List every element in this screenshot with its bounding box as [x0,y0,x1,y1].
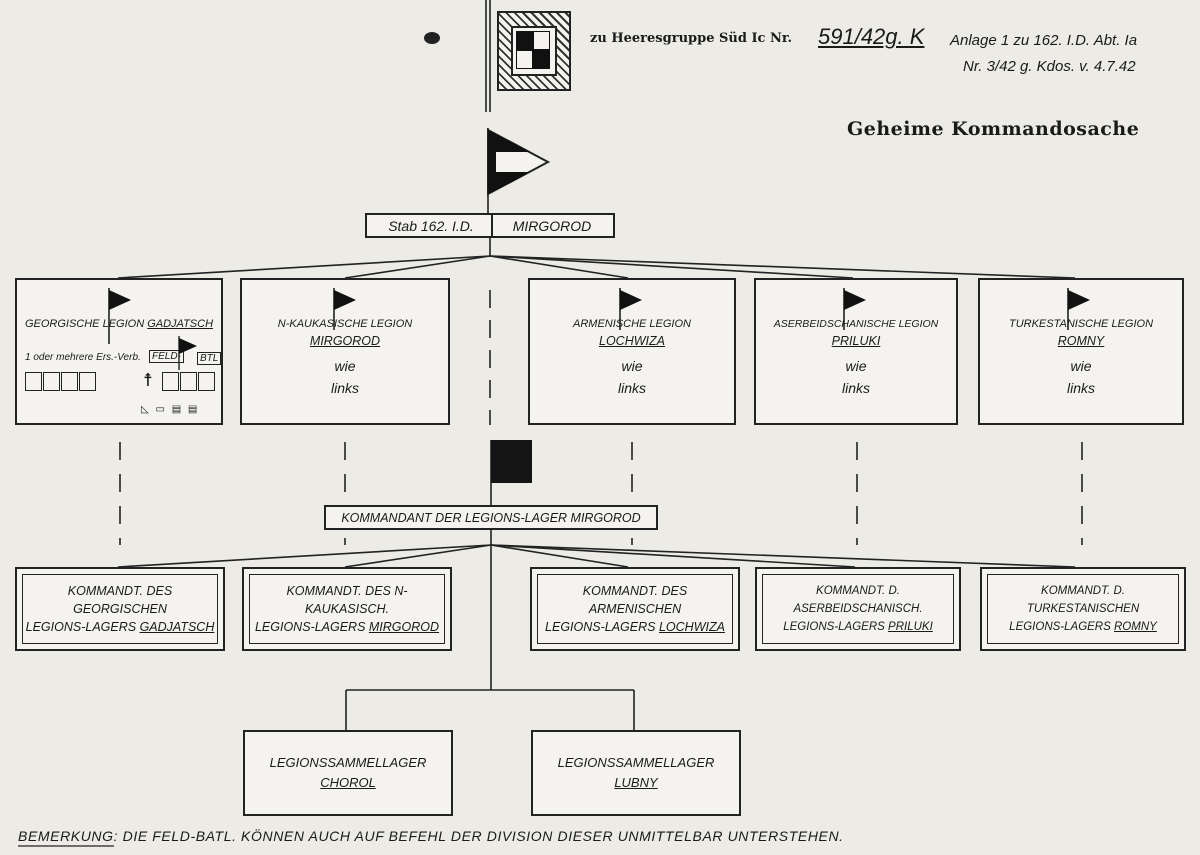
anlage-line-2: Nr. 3/42 g. Kdos. v. 4.7.42 [963,58,1136,75]
camp-box-aserbeidschan: KOMMANDT. D. ASERBEIDSCHANISCH. LEGIONS-L… [755,567,961,651]
camp-box-armenian: KOMMANDT. DES ARMENISCHEN LEGIONS-LAGERS … [530,567,740,651]
legion-flag-icon [843,288,866,330]
division-flag-icon [487,128,551,196]
hq-label: Stab 162. I.D. [371,216,491,235]
camp-line-1: KOMMANDT. D. ASERBEIDSCHANISCH. [793,585,923,615]
ers-label: 1 oder mehrere Ers.-Verb. [25,352,141,363]
camp-line-1: KOMMANDT. D. TURKESTANISCHEN [1026,585,1140,615]
secret-stamp: Geheime Kommandosache [847,118,1140,140]
hq-divider [491,215,493,236]
header-number: 591/42g. K [818,24,925,49]
legion-box-n-kaukasisch: N-KAUKASISCHE LEGION MIRGOROD wie links [240,278,450,425]
legion-flag-icon [108,288,131,344]
remark-label: BEMERKUNG: [18,828,119,844]
collection-camp-label: LEGIONSSAMMELLAGER [557,755,715,770]
hq-location: MIRGOROD [493,216,611,235]
hq-box: Stab 162. I.D. MIRGOROD [365,213,615,238]
legion-links: links [617,380,646,396]
legion-box-armenian: ARMENISCHE LEGION LOCHWIZA wie links [528,278,736,425]
camp-line-2: LEGIONS-LAGERS LOCHWIZA [545,620,725,634]
legion-name: ARMENISCHE LEGION [573,318,691,330]
remark: BEMERKUNG: DIE FELD-BATL. KÖNNEN AUCH AU… [18,828,844,844]
army-group-flag-icon [497,11,571,91]
legion-flag-icon [333,288,356,330]
ink-blot [424,32,440,44]
legion-city: LOCHWIZA [599,334,665,348]
collection-camp-chorol: LEGIONSSAMMELLAGER CHOROL [243,730,453,816]
kommandant-flag-icon [491,440,532,483]
camp-line-1: KOMMANDT. DES N-KAUKASISCH. [286,584,408,616]
ers-units [25,372,97,396]
kommandant-box: KOMMANDANT DER LEGIONS-LAGER MIRGOROD [324,505,658,530]
legion-wie: wie [621,358,643,374]
camp-box-turkestan: KOMMANDT. D. TURKESTANISCHEN LEGIONS-LAGE… [980,567,1186,651]
feld-person-icon: ☨ [143,370,153,390]
legion-box-turkestan: TURKESTANISCHE LEGION ROMNY wie links [978,278,1184,425]
legion-city: MIRGOROD [309,334,381,348]
remark-text: DIE FELD-BATL. KÖNNEN AUCH AUF BEFEHL DE… [122,828,844,844]
collection-camp-city: LUBNY [614,775,658,790]
kommandant-label: KOMMANDANT DER LEGIONS-LAGER MIRGOROD [341,510,641,525]
legion-flag-icon [1067,288,1090,330]
camp-box-n-kaukasisch: KOMMANDT. DES N-KAUKASISCH. LEGIONS-LAGER… [242,567,452,651]
feld-units [162,372,216,396]
legion-city: ROMNY [1057,334,1105,348]
legion-name: GEORGISCHE LEGION GADJATSCH [24,318,214,330]
header-reference: zu Heeresgruppe Süd Ic Nr. [590,31,793,46]
legion-box-aserbeidschan: ASERBEIDSCHANISCHE LEGION PRILUKI wie li… [754,278,958,425]
legion-box-georgian: GEORGISCHE LEGION GADJATSCH 1 oder mehre… [15,278,223,425]
feld-flag-icon [178,336,197,370]
feld-label: FELD- [149,350,184,363]
collection-camp-label: LEGIONSSAMMELLAGER [269,755,427,770]
legion-name: TURKESTANISCHE LEGION [1008,318,1154,330]
camp-line-2: LEGIONS-LAGERS GADJATSCH [25,620,215,634]
legion-links: links [1066,380,1095,396]
camp-line-2: LEGIONS-LAGERS ROMNY [1009,621,1157,633]
legion-wie: wie [845,358,867,374]
legion-name: N-KAUKASISCHE LEGION [277,318,413,330]
btl-label: BTL [197,352,222,365]
legion-wie: wie [334,358,356,374]
camp-box-georgian: KOMMANDT. DES GEORGISCHEN LEGIONS-LAGERS … [15,567,225,651]
collection-camp-lubny: LEGIONSSAMMELLAGER LUBNY [531,730,741,816]
camp-line-2: LEGIONS-LAGERS PRILUKI [783,621,933,633]
collection-camp-city: CHOROL [320,775,376,790]
legion-wie: wie [1070,358,1092,374]
camp-line-1: KOMMANDT. DES GEORGISCHEN [67,584,173,616]
feld-support-icons: ◺ ▭ ▤ ▤ [141,404,200,415]
legion-city: PRILUKI [831,334,881,348]
anlage-line-1: Anlage 1 zu 162. I.D. Abt. Ia [950,32,1138,49]
legion-name: ASERBEIDSCHANISCHE LEGION [773,318,939,330]
camp-line-2: LEGIONS-LAGERS MIRGOROD [254,620,440,634]
legion-links: links [841,380,870,396]
camp-line-1: KOMMANDT. DES ARMENISCHEN [582,584,688,616]
legion-flag-icon [619,288,642,330]
legion-links: links [330,380,359,396]
